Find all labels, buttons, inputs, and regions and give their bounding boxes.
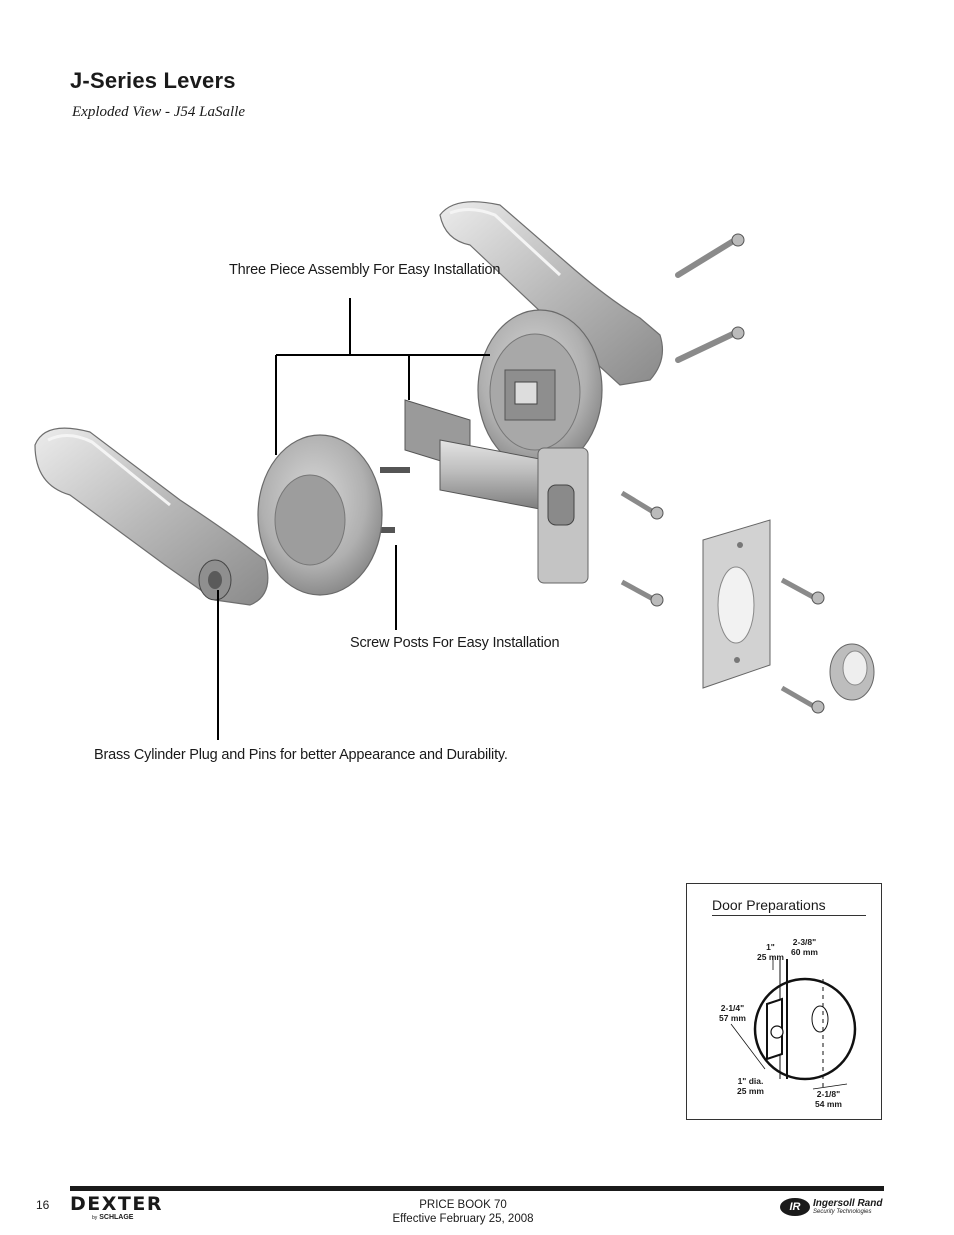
- callout-screw-posts: Screw Posts For Easy Installation: [350, 635, 560, 651]
- door-prep-diagram: [730, 956, 857, 1090]
- dim-backset: 1" 25 mm: [757, 942, 784, 962]
- left-lever: [34, 427, 269, 606]
- dexter-logo: DEXTER by SCHLAGE: [70, 1193, 163, 1222]
- dim-bore-diameter: 2-1/8" 54 mm: [815, 1089, 842, 1109]
- inside-rose: [477, 309, 603, 471]
- right-lever: [439, 201, 663, 386]
- callout-cylinder: Brass Cylinder Plug and Pins for better …: [94, 747, 508, 763]
- door-preparations-title: Door Preparations: [712, 897, 866, 916]
- strike-plate: [702, 519, 771, 689]
- callout-leaders: [217, 298, 490, 740]
- dim-door-edge: 2-3/8" 60 mm: [791, 937, 818, 957]
- page-title: J-Series Levers: [70, 68, 236, 93]
- door-preparations-box: Door Preparations 1" 25 mm 2-3/8" 60 mm …: [686, 883, 882, 1120]
- page-subtitle: Exploded View - J54 LaSalle: [72, 104, 246, 120]
- dim-bore: 2-1/4" 57 mm: [719, 1003, 746, 1023]
- latch-bolt: [360, 399, 589, 584]
- page-number: 16: [36, 1198, 50, 1212]
- dust-box: [829, 643, 875, 701]
- price-book-info: PRICE BOOK 70 Effective February 25, 200…: [392, 1199, 534, 1225]
- outside-rose: [257, 434, 383, 596]
- wood-screws: [620, 490, 825, 714]
- ingersoll-rand-logo: IR Ingersoll Rand Security Technologies: [780, 1198, 882, 1216]
- dim-latch-hole: 1" dia. 25 mm: [737, 1076, 764, 1096]
- exploded-view-illustration: [34, 201, 875, 740]
- footer-rule: [70, 1186, 884, 1191]
- through-bolt-screws: [675, 233, 745, 363]
- callout-assembly: Three Piece Assembly For Easy Installati…: [229, 262, 501, 278]
